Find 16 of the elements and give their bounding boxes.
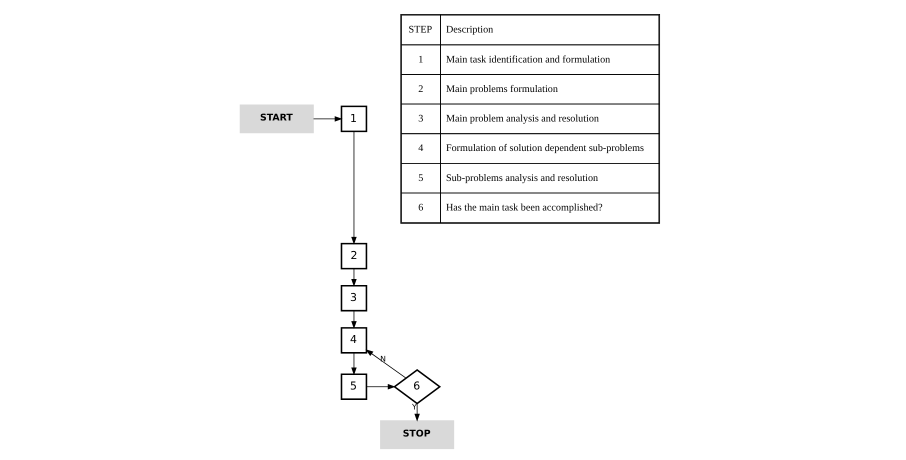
label: Formulation of solution dependent sub-problems — [446, 143, 644, 154]
label: 5 — [418, 172, 424, 184]
label: STEP — [408, 24, 432, 36]
label: Main problem analysis and resolution — [446, 114, 599, 125]
label: Sub-problems analysis and resolution — [446, 172, 598, 184]
label: Description — [446, 24, 494, 36]
label: 1 — [418, 54, 424, 66]
label: 4 — [418, 143, 424, 154]
label: 2 — [418, 84, 424, 95]
label: Main problems formulation — [446, 84, 558, 95]
label: Has the main task been accomplished? — [446, 202, 603, 214]
label: Main task identification and formulation — [446, 54, 610, 66]
edge-label: Y — [412, 402, 417, 412]
edge-label: N — [380, 354, 386, 364]
label: 3 — [418, 114, 424, 125]
label: 6 — [418, 202, 424, 214]
